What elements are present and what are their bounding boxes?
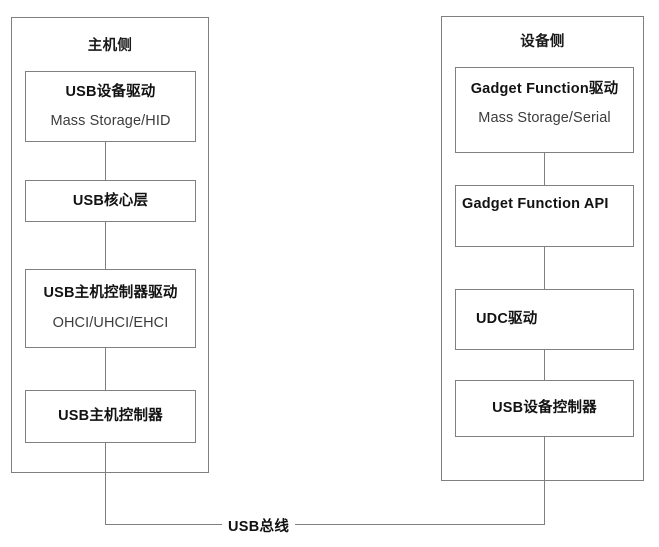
node-subtitle: Mass Storage/HID — [50, 112, 171, 129]
connector-host-3 — [105, 348, 107, 390]
host-side-container — [11, 17, 209, 473]
connector-device-2 — [544, 247, 546, 289]
connector-host-to-bus — [105, 443, 107, 525]
connector-device-3 — [544, 350, 546, 380]
node-udc-driver: UDC驱动 — [455, 289, 634, 350]
device-side-title: 设备侧 — [520, 34, 565, 50]
node-title: USB主机控制器 — [58, 408, 163, 425]
usb-bus-line — [105, 524, 545, 526]
node-usb-host-controller-driver: USB主机控制器驱动 OHCI/UHCI/EHCI — [25, 269, 196, 348]
node-title: USB主机控制器驱动 — [43, 285, 178, 302]
node-gadget-function-driver: Gadget Function驱动 Mass Storage/Serial — [455, 67, 634, 153]
node-usb-device-driver: USB设备驱动 Mass Storage/HID — [25, 71, 196, 142]
node-title: UDC驱动 — [476, 311, 538, 328]
connector-host-2 — [105, 222, 107, 269]
connector-device-1 — [544, 153, 546, 185]
node-title: USB核心层 — [72, 192, 149, 209]
usb-bus-label: USB总线 — [222, 515, 296, 536]
device-side-container — [441, 16, 644, 481]
node-usb-host-controller: USB主机控制器 — [25, 390, 196, 443]
connector-device-to-bus — [544, 437, 546, 525]
node-usb-core-layer: USB核心层 — [25, 180, 196, 222]
node-title: USB设备控制器 — [492, 400, 597, 417]
host-side-title: 主机侧 — [87, 38, 133, 54]
node-subtitle: OHCI/UHCI/EHCI — [52, 315, 169, 331]
node-usb-device-controller: USB设备控制器 — [455, 380, 634, 437]
node-title: Gadget Function驱动 — [470, 81, 619, 97]
node-title: USB设备驱动 — [65, 83, 156, 100]
node-title: Gadget Function API — [462, 196, 609, 212]
node-subtitle: Mass Storage/Serial — [478, 109, 611, 126]
connector-host-1 — [105, 142, 107, 180]
node-gadget-function-api: Gadget Function API — [455, 185, 634, 247]
